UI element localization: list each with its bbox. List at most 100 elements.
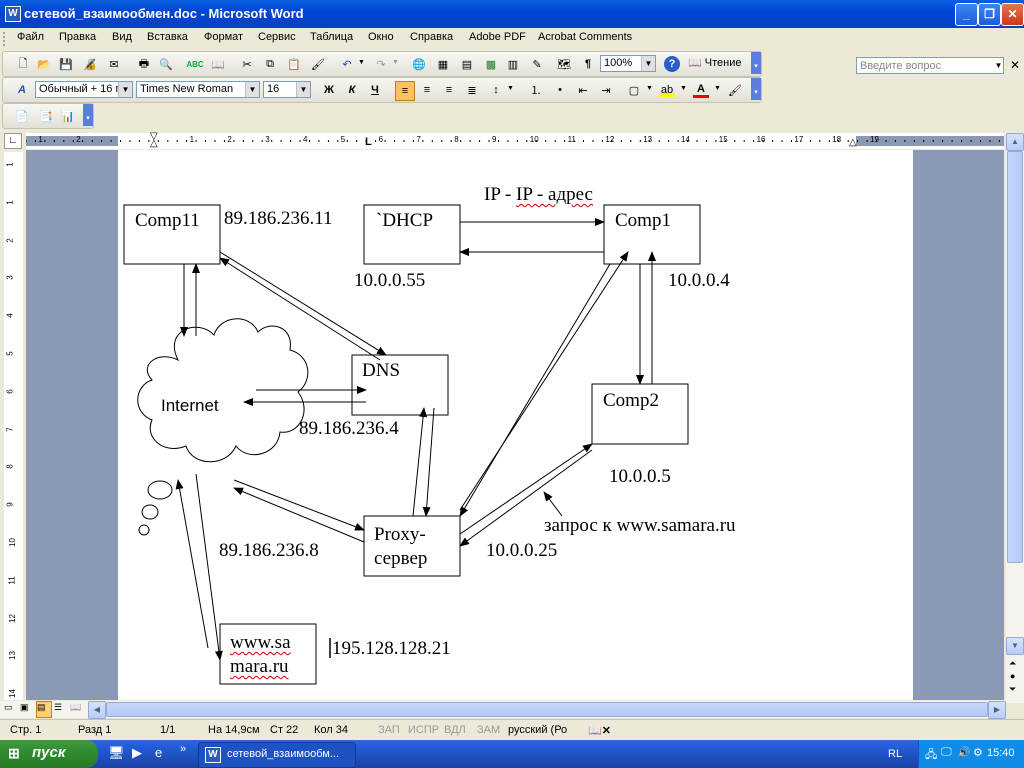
zoom-dropdown-icon[interactable]: ▼ bbox=[641, 56, 655, 71]
help-dropdown-icon[interactable]: ▼ bbox=[994, 61, 1003, 70]
document-map-icon[interactable]: 🗺 bbox=[557, 58, 571, 71]
redo-icon[interactable]: ↷ bbox=[376, 58, 386, 71]
tables-borders-icon[interactable]: ▦ bbox=[437, 58, 449, 71]
web-layout-icon[interactable]: ▣ bbox=[20, 702, 29, 712]
hyperlink-icon[interactable]: 🌐 bbox=[412, 58, 426, 71]
research-icon[interactable]: 📖 bbox=[211, 58, 225, 71]
menu-insert[interactable]: Вставка bbox=[147, 31, 188, 43]
menu-acrobat-comments[interactable]: Acrobat Comments bbox=[538, 31, 633, 43]
vertical-scrollbar[interactable]: ▲ ▼ ⏶ ● ⏷ bbox=[1006, 133, 1024, 703]
insert-excel-icon[interactable]: ▩ bbox=[485, 58, 497, 71]
zoom-select[interactable]: 100%▼ bbox=[600, 55, 656, 72]
scroll-right-icon[interactable]: ▶ bbox=[988, 701, 1006, 719]
reading-mode-button[interactable]: 📖 Чтение bbox=[688, 57, 742, 69]
next-page-icon[interactable]: ⏷ bbox=[1009, 684, 1017, 694]
font-dropdown-icon[interactable]: ▼ bbox=[245, 82, 259, 97]
decrease-indent-icon[interactable]: ⇤ bbox=[578, 84, 588, 97]
status-track-changes[interactable]: ИСПР bbox=[408, 724, 440, 736]
print-preview-icon[interactable]: 🔍 bbox=[159, 58, 173, 71]
scroll-up-icon[interactable]: ▲ bbox=[1006, 133, 1024, 151]
internet-explorer-icon[interactable]: e bbox=[155, 745, 163, 760]
start-button[interactable]: ⊞ пуск bbox=[0, 740, 98, 768]
tray-app-icon[interactable]: ⚙ bbox=[973, 747, 983, 759]
media-player-icon[interactable]: ▶ bbox=[132, 745, 142, 760]
spelling-icon[interactable]: ABC bbox=[186, 59, 204, 69]
status-language[interactable]: русский (Ро bbox=[508, 724, 568, 736]
line-spacing-icon[interactable]: ↕ bbox=[493, 84, 499, 96]
email-icon[interactable]: ✉ bbox=[109, 58, 119, 71]
align-center-icon[interactable]: ≡ bbox=[423, 84, 431, 96]
normal-view-icon[interactable]: ▭ bbox=[4, 702, 13, 712]
menu-grip[interactable] bbox=[3, 32, 8, 46]
convert-to-pdf-icon[interactable]: 📄 bbox=[15, 110, 29, 123]
toolbar-options-icon[interactable]: ▾ bbox=[751, 52, 761, 74]
paste-icon[interactable]: 📋 bbox=[287, 58, 301, 71]
close-button[interactable]: ✕ bbox=[1001, 3, 1024, 26]
cut-icon[interactable]: ✂ bbox=[242, 58, 252, 71]
menu-table[interactable]: Таблица bbox=[310, 31, 354, 43]
format-painter-icon[interactable]: 🖌 bbox=[311, 58, 325, 71]
styles-formatting-icon[interactable]: A bbox=[18, 84, 26, 96]
menu-help[interactable]: Справка bbox=[410, 31, 454, 43]
highlight-dropdown-icon[interactable]: ▼ bbox=[680, 85, 687, 92]
taskbar-word-window[interactable]: W сетевой_взаимообм... bbox=[198, 742, 356, 768]
borders-dropdown-icon[interactable]: ▼ bbox=[646, 85, 653, 92]
align-left-icon[interactable]: ≡ bbox=[395, 81, 415, 101]
select-browse-object-icon[interactable]: ● bbox=[1010, 671, 1016, 681]
undo-dropdown-icon[interactable]: ▼ bbox=[358, 59, 365, 66]
menu-view[interactable]: Вид bbox=[112, 31, 132, 43]
menu-format[interactable]: Формат bbox=[204, 31, 244, 43]
doc-close-icon[interactable]: ✕ bbox=[1010, 58, 1021, 72]
clock[interactable]: 15:40 bbox=[987, 747, 1015, 759]
save-icon[interactable]: 💾 bbox=[59, 58, 73, 71]
italic-button[interactable]: К bbox=[348, 84, 356, 96]
scroll-down-icon[interactable]: ▼ bbox=[1006, 637, 1024, 655]
keyboard-language-indicator[interactable]: RL bbox=[888, 748, 903, 760]
status-record[interactable]: ЗАП bbox=[378, 724, 400, 736]
menu-edit[interactable]: Правка bbox=[59, 31, 97, 43]
align-right-icon[interactable]: ≡ bbox=[445, 84, 453, 96]
previous-page-icon[interactable]: ⏶ bbox=[1009, 658, 1017, 668]
document-page[interactable]: IP - IP - адрес Comp11 89.186.236.11 `DH… bbox=[118, 150, 913, 700]
right-indent-marker[interactable]: △ bbox=[849, 137, 857, 148]
tray-network-icon[interactable]: 🖧 bbox=[925, 749, 938, 761]
menu-tools[interactable]: Сервис bbox=[258, 31, 296, 43]
copy-icon[interactable]: ⧉ bbox=[266, 57, 274, 70]
vertical-scroll-thumb[interactable] bbox=[1007, 151, 1023, 563]
tray-monitor-icon[interactable]: 🖵 bbox=[941, 746, 952, 758]
tray-volume-icon[interactable]: 🔊 bbox=[957, 747, 971, 759]
underline-button[interactable]: Ч bbox=[371, 84, 379, 96]
status-extend[interactable]: ВДЛ bbox=[444, 724, 466, 736]
menu-adobe-pdf[interactable]: Adobe PDF bbox=[469, 31, 526, 43]
minimize-button[interactable]: _ bbox=[955, 3, 978, 26]
tab-stop-marker[interactable]: L bbox=[365, 136, 372, 148]
justify-icon[interactable]: ≣ bbox=[467, 84, 477, 97]
permission-icon[interactable]: 🔏 bbox=[83, 58, 97, 71]
print-icon[interactable]: 🖶 bbox=[138, 57, 150, 70]
quicklaunch-more-icon[interactable]: » bbox=[180, 743, 187, 755]
bullets-icon[interactable]: • bbox=[558, 84, 562, 96]
convert-and-review-icon[interactable]: 📊 bbox=[61, 110, 75, 123]
first-line-indent-marker[interactable]: ▽ bbox=[150, 131, 158, 142]
show-desktop-icon[interactable]: 🖥 bbox=[108, 745, 125, 760]
columns-icon[interactable]: ▥ bbox=[507, 58, 519, 71]
font-size-dropdown-icon[interactable]: ▼ bbox=[296, 82, 310, 97]
toolbar-options-icon[interactable]: ▾ bbox=[83, 104, 93, 126]
hanging-indent-marker[interactable]: △ bbox=[150, 138, 158, 149]
reading-view-icon[interactable]: 📖 bbox=[70, 702, 82, 712]
increase-indent-icon[interactable]: ⇥ bbox=[601, 84, 611, 97]
font-color-dropdown-icon[interactable]: ▼ bbox=[714, 85, 721, 92]
scroll-left-icon[interactable]: ◀ bbox=[88, 701, 106, 719]
style-dropdown-icon[interactable]: ▼ bbox=[118, 82, 132, 97]
borders-icon[interactable]: ▢ bbox=[628, 84, 640, 97]
font-color-icon[interactable]: A bbox=[693, 82, 709, 98]
help-search-input[interactable]: Введите вопрос bbox=[856, 57, 1004, 74]
line-spacing-dropdown-icon[interactable]: ▼ bbox=[507, 85, 514, 92]
print-layout-icon[interactable]: ▤ bbox=[36, 701, 52, 718]
undo-icon[interactable]: ↶ bbox=[342, 58, 352, 71]
open-folder-icon[interactable]: 📂 bbox=[37, 58, 51, 71]
new-document-icon[interactable]: 🗋 bbox=[18, 57, 28, 70]
horizontal-scroll-thumb[interactable] bbox=[106, 702, 988, 717]
outline-view-icon[interactable]: ☰ bbox=[54, 702, 63, 712]
